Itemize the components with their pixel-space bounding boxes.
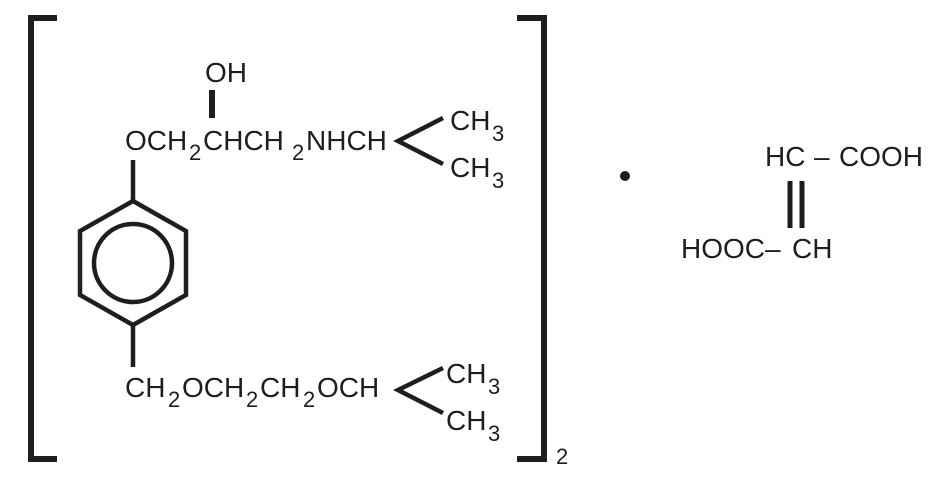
top-sub-2a: 2 — [189, 140, 201, 165]
top-seg-nhch: NHCH — [306, 125, 387, 156]
bot-sub-2a: 2 — [168, 387, 180, 412]
top-isopropyl-bonds — [393, 115, 445, 167]
fumaric-hc: HC — [765, 141, 805, 172]
bot-seg-ch2: CH — [260, 372, 300, 403]
bot-ch3-lower-sub: 3 — [488, 421, 500, 446]
hydroxyl-label: OH — [205, 57, 247, 88]
salt-separator-dot — [620, 171, 630, 181]
fumaric-acid: HC – COOH HOOC– CH — [681, 141, 923, 264]
bot-sub-2c: 2 — [303, 387, 315, 412]
bot-ch3-upper-sub: 3 — [488, 374, 500, 399]
bot-ch3-upper: CH — [446, 358, 486, 389]
top-ch3-lower-sub: 3 — [492, 168, 504, 193]
left-bracket — [28, 15, 57, 462]
top-ch3-lower: CH — [450, 152, 490, 183]
top-ch3-upper-sub: 3 — [492, 121, 504, 146]
right-bracket — [517, 15, 547, 462]
top-chain: OCH 2 CHCH 2 NHCH — [125, 125, 387, 165]
bot-seg-och2: OCH — [317, 372, 379, 403]
bot-ch3-lower: CH — [446, 405, 486, 436]
fumaric-top-dash: – — [814, 141, 830, 172]
aromatic-circle — [91, 221, 175, 305]
bot-sub-2b: 2 — [246, 387, 258, 412]
fumaric-hooc: HOOC– — [681, 233, 781, 264]
fumaric-cooh: COOH — [839, 141, 923, 172]
bottom-isopropyl-bonds — [392, 365, 445, 416]
top-seg-chch: CHCH — [203, 125, 284, 156]
bot-seg-och: OCH — [182, 372, 244, 403]
top-seg-och: OCH — [125, 125, 187, 156]
bot-seg-ch: CH — [125, 372, 165, 403]
top-ch3-upper: CH — [450, 105, 490, 136]
bottom-chain: CH 2 OCH 2 CH 2 OCH — [125, 372, 379, 412]
fumaric-ch: CH — [792, 233, 832, 264]
top-sub-2b: 2 — [292, 140, 304, 165]
bracket-multiplier: 2 — [556, 444, 568, 469]
